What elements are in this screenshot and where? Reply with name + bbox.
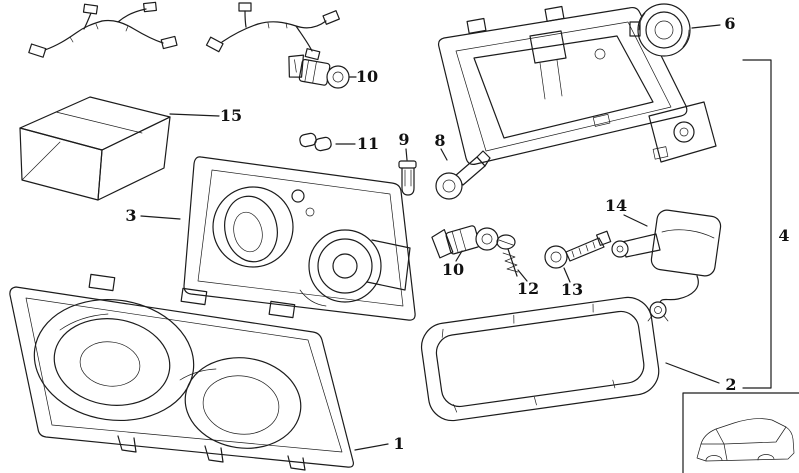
wiring-harness-right-drawing	[205, 2, 340, 61]
bulb-9-drawing	[398, 160, 417, 196]
adjuster-13-drawing	[544, 230, 612, 269]
headlight-housing-drawing	[183, 156, 416, 321]
part-label-11: 11	[357, 134, 379, 153]
bulb-10-lower-drawing	[431, 225, 499, 259]
actuator-14-drawing	[611, 209, 722, 322]
part-label-13: 13	[561, 280, 583, 299]
vehicle-thumbnail	[682, 392, 799, 473]
part-label-4: 4	[778, 226, 789, 245]
part-label-10-top: 10	[356, 67, 378, 86]
bulb-8-drawing	[435, 150, 491, 200]
part-label-15: 15	[220, 106, 242, 125]
part-label-2: 2	[725, 375, 736, 394]
part-label-14: 14	[605, 196, 627, 215]
gasket-seal-drawing	[420, 296, 660, 422]
round-cap-drawing	[629, 3, 691, 57]
part-label-12: 12	[517, 279, 539, 298]
leader-lines	[140, 24, 721, 451]
part-label-6: 6	[724, 14, 735, 33]
screw-12-drawing	[496, 234, 519, 277]
wiring-harness-left-drawing	[28, 1, 178, 58]
part-label-10-lower: 10	[442, 260, 464, 279]
mounting-frame-drawing	[437, 5, 717, 165]
headlight-lens-drawing	[9, 273, 354, 471]
part-label-9: 9	[398, 130, 409, 149]
part-label-8: 8	[434, 131, 445, 150]
package-box-drawing	[19, 96, 171, 201]
part-label-1: 1	[393, 434, 404, 453]
bracket-line-4	[742, 59, 772, 389]
retainer-11-drawing	[299, 132, 332, 152]
part-label-3: 3	[125, 206, 136, 225]
bulb-10-top-drawing	[288, 54, 350, 89]
